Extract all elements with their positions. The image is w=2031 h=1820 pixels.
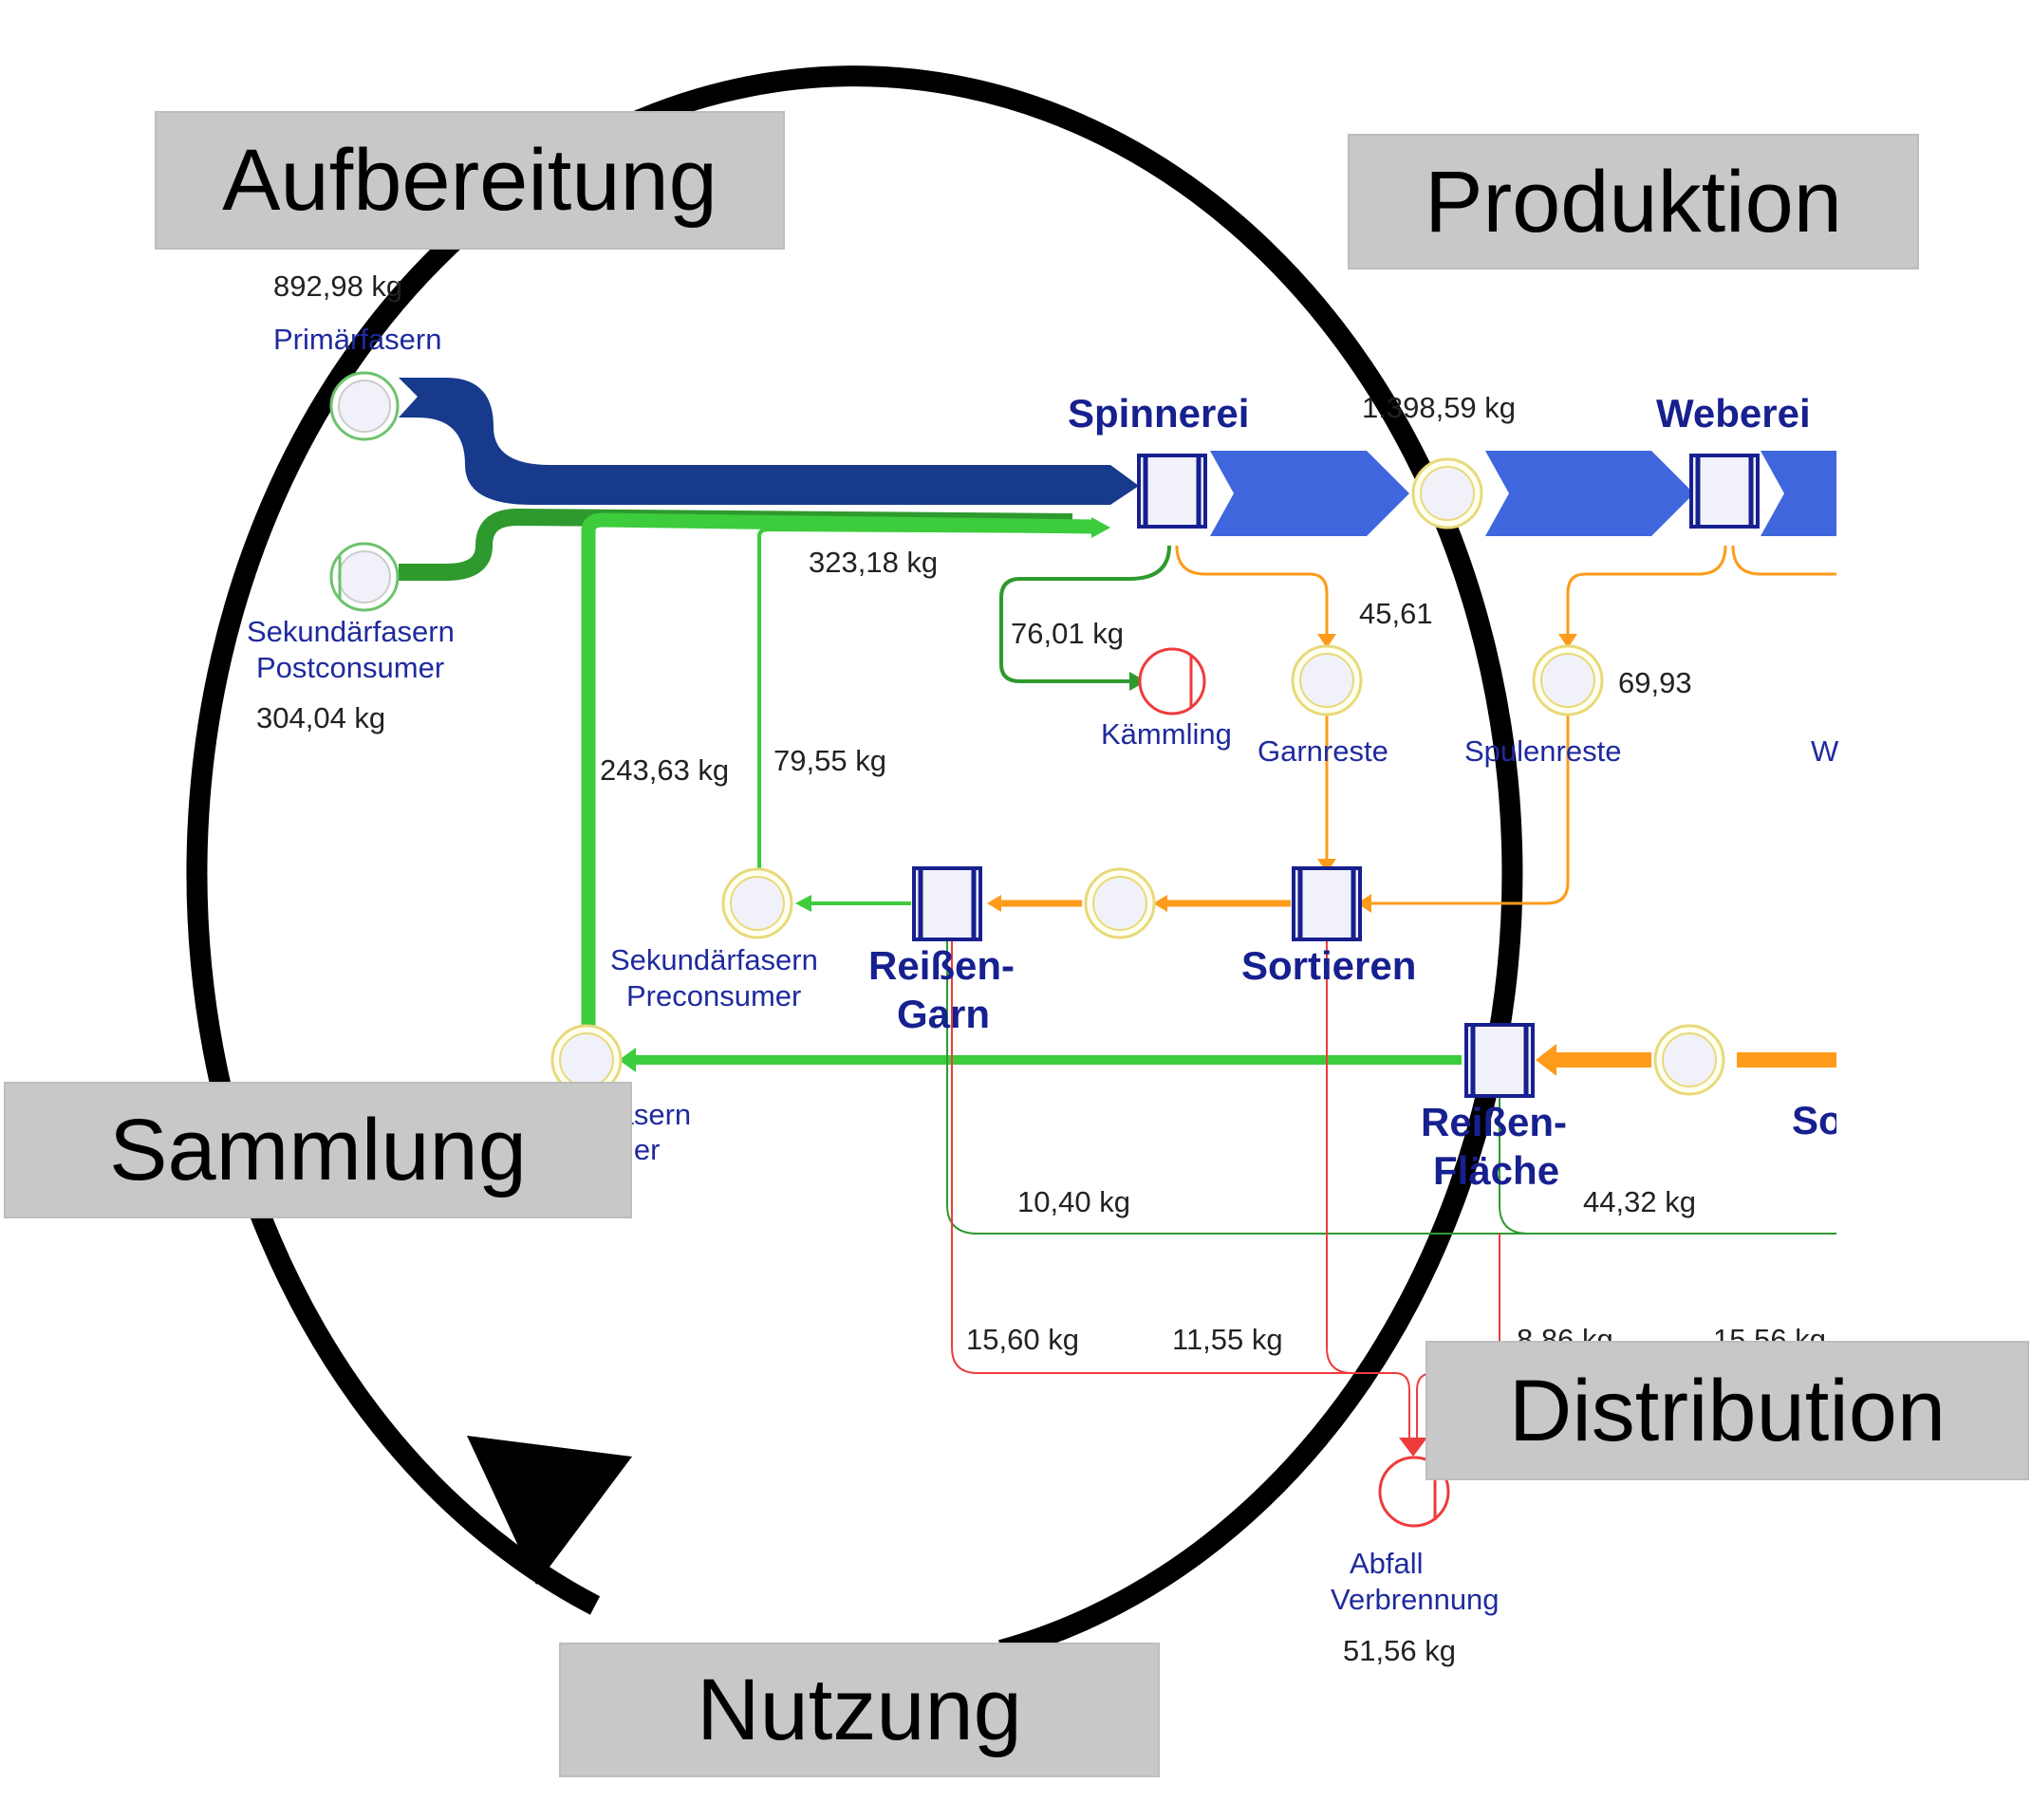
flow-arrow-icon [987, 895, 1001, 912]
qty-spulenreste: 69,93 [1618, 666, 1692, 699]
node-label-primaerfasern: Primärfasern [273, 323, 441, 356]
node-inner [1420, 466, 1475, 521]
primary-fiber-flow [399, 378, 1139, 505]
spulenreste-flow [1566, 545, 1727, 634]
phase-box-nutzung: Nutzung [559, 1643, 1160, 1777]
process-label-reissen-flaeche-2: Fläche [1433, 1148, 1559, 1193]
qty-flaeche-byproduct: 44,32 kg [1583, 1185, 1696, 1218]
waste-flow-garn [951, 935, 1410, 1442]
node-label-kaemmling: Kämmling [1101, 717, 1232, 751]
process-label-reissen-garn-2: Garn [897, 992, 990, 1036]
preconsumer-flow [757, 527, 1092, 868]
qty-recycled-in: 323,18 kg [809, 546, 938, 579]
process-box-spinnerei [1137, 454, 1207, 529]
sankey-flows: Weberei So [399, 378, 1843, 1457]
flaeche-byproduct-flow [1499, 1091, 1529, 1235]
flow-arrow-icon [1357, 894, 1371, 913]
node-label-sek-pre-1: Sekundärfasern [610, 943, 818, 976]
qty-abfall-total: 51,56 kg [1343, 1634, 1456, 1667]
qty-spinnerei-out: 1.398,59 kg [1362, 391, 1516, 424]
qty-waste-garn: 15,60 kg [966, 1323, 1079, 1356]
sink-kaemmling [1138, 647, 1206, 715]
garnreste-flow [1175, 545, 1329, 634]
node-inner [338, 380, 391, 433]
phase-label-sammlung: Sammlung [109, 1102, 527, 1198]
node-inner [338, 550, 391, 604]
fabric-flow [1761, 451, 1836, 536]
process-label-reissen-flaeche-1: Reißen- [1421, 1100, 1567, 1144]
process-box-reissen-garn [912, 866, 982, 941]
flow-arrow-icon [1536, 1044, 1556, 1076]
weberei-waste-flow [1731, 545, 1836, 576]
node-label-abfall-2: Verbrennung [1331, 1583, 1500, 1616]
cycle-arrowhead-icon [467, 1436, 632, 1585]
phase-box-distribution: Distribution [1425, 1341, 2029, 1480]
cycle-arc [186, 65, 1523, 1661]
node-label-garnreste: Garnreste [1258, 734, 1388, 768]
qty-primaerfasern: 892,98 kg [273, 269, 402, 303]
node-label-sek-post-1: Sekundärfasern [247, 615, 455, 648]
node-label-abfall-1: Abfall [1350, 1547, 1424, 1580]
node-inner [1092, 876, 1147, 931]
phase-box-sammlung: Sammlung [4, 1082, 632, 1218]
phase-label-distribution: Distribution [1508, 1362, 1947, 1459]
phase-label-produktion: Produktion [1425, 153, 1842, 251]
node-label-w: W [1811, 734, 1839, 768]
node-inner [1299, 653, 1354, 708]
node-labels: Primärfasern Sekundärfasern Postconsumer… [247, 323, 1839, 1616]
qty-postconsumer: 304,04 kg [256, 701, 385, 734]
node-inner [1662, 1032, 1717, 1087]
process-box-reissen-flaeche [1464, 1023, 1535, 1098]
process-label-spinnerei: Spinnerei [1068, 391, 1249, 436]
process-labels: Spinnerei Sortieren Reißen- Garn Reißen-… [868, 391, 1567, 1193]
flow-arrow-icon [1317, 859, 1336, 873]
flow-arrow-icon [795, 895, 811, 912]
node-inner [730, 876, 785, 931]
process-box-weberei [1689, 454, 1760, 529]
qty-garn-byproduct: 10,40 kg [1017, 1185, 1130, 1218]
flow-arrow-icon [1317, 634, 1336, 648]
garn-byproduct-flow [946, 935, 1836, 1235]
node-label-spulenreste: Spulenreste [1464, 734, 1621, 768]
flow-arrow-icon [1091, 517, 1110, 538]
qty-kaemmling: 76,01 kg [1011, 617, 1124, 650]
node-label-sek-pre-2: Preconsumer [626, 979, 801, 1012]
process-boxes [912, 454, 1760, 1098]
spulenreste-sort-flow [1371, 712, 1570, 905]
kaemmling-flow [999, 545, 1171, 683]
postconsumer-flow [399, 508, 1073, 581]
yarn-flow-1 [1210, 451, 1409, 536]
node-inner [1540, 653, 1595, 708]
cycle-ring [186, 65, 1523, 1661]
phase-box-produktion: Produktion [1348, 134, 1919, 269]
waste-flow-sortieren [1326, 935, 1353, 1374]
phase-box-aufbereitung: Aufbereitung [155, 111, 785, 250]
flow-arrow-icon [1399, 1438, 1427, 1457]
qty-preconsumer: 79,55 kg [773, 744, 886, 777]
flow-arrow-icon [1558, 634, 1577, 648]
recycled-flow-main [581, 512, 1092, 1058]
process-label-weberei: Weberei [1656, 391, 1811, 436]
process-label-sortieren: Sortieren [1241, 943, 1416, 988]
flow-arrow-icon [1129, 672, 1146, 691]
qty-garnreste: 45,61 [1359, 597, 1433, 630]
flow-arrow-icon [619, 1048, 636, 1072]
process-box-sortieren [1292, 866, 1362, 941]
qty-waste-sortieren: 11,55 kg [1172, 1323, 1283, 1356]
flow-arrow-icon [1153, 895, 1167, 912]
node-inner [559, 1032, 614, 1087]
phase-label-aufbereitung: Aufbereitung [222, 132, 717, 229]
node-label-sek-post-2: Postconsumer [256, 651, 444, 684]
yarn-flow-2 [1485, 451, 1694, 536]
process-label-so: So [1792, 1098, 1843, 1142]
process-label-reissen-garn-1: Reißen- [868, 943, 1015, 988]
phase-label-nutzung: Nutzung [697, 1662, 1022, 1758]
qty-recycled-flaeche: 243,63 kg [600, 753, 729, 787]
flow-nodes [329, 371, 1725, 1528]
